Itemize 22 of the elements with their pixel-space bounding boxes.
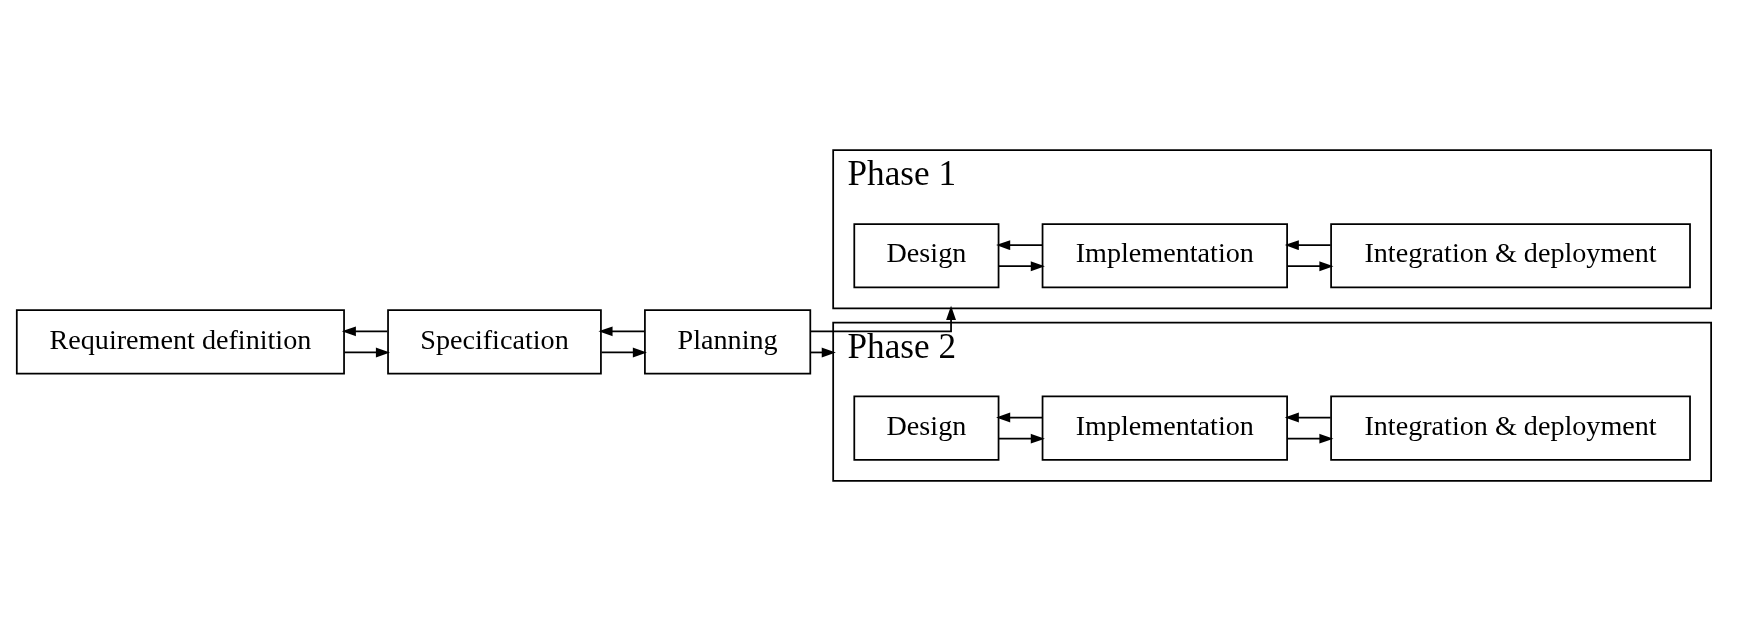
node-box: Planning bbox=[644, 309, 812, 375]
arrow bbox=[1284, 240, 1332, 251]
node-box: Requirement definition bbox=[15, 309, 345, 375]
arrow bbox=[1286, 433, 1334, 444]
node-box: Integration & deployment bbox=[1330, 223, 1691, 289]
node-box: Specification bbox=[387, 309, 602, 375]
node-box: Design bbox=[853, 395, 1000, 461]
arrow bbox=[598, 326, 646, 337]
arrow bbox=[1286, 261, 1334, 272]
arrow bbox=[996, 412, 1044, 423]
arrow bbox=[343, 347, 390, 358]
arrow bbox=[1284, 412, 1332, 423]
arrow bbox=[600, 347, 647, 358]
node-box: Design bbox=[853, 223, 1000, 289]
arrow bbox=[997, 261, 1045, 272]
arrow bbox=[341, 326, 389, 337]
node-box: Integration & deployment bbox=[1330, 395, 1691, 461]
node-box: Implementation bbox=[1041, 223, 1288, 289]
node-box: Implementation bbox=[1041, 395, 1288, 461]
arrow bbox=[997, 433, 1045, 444]
arrow bbox=[809, 305, 956, 333]
arrow bbox=[996, 240, 1044, 251]
